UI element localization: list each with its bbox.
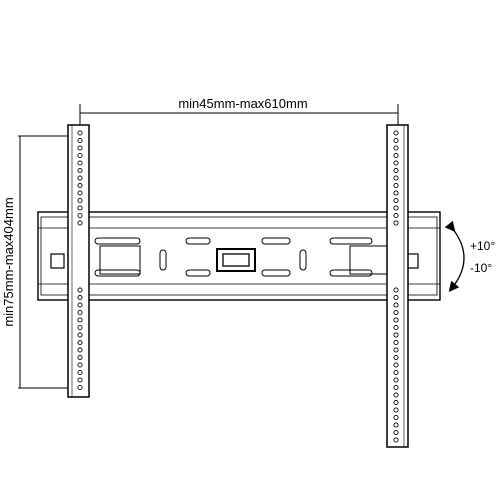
arm-hole [393,339,399,346]
arm-hole [393,369,399,376]
arm-hole [393,302,399,308]
right-arm-holes [393,130,399,443]
arm-hole [77,167,83,174]
arm-hole [393,399,399,406]
arm-hole [393,190,399,196]
arm-hole [393,145,399,151]
arm-hole [77,339,83,346]
arm-hole [77,354,83,361]
tilt-down-label: -10° [470,261,492,275]
arm-hole [393,377,399,383]
arm-hole [77,182,83,189]
arm-hole [393,437,399,443]
arm-hole [393,332,399,338]
arm-hole [393,220,399,226]
arm-hole [77,137,83,144]
plate-slot-vertical [159,249,167,271]
arm-hole [77,220,83,226]
arm-hole [393,175,399,181]
arm-hole [77,175,83,181]
plate-slot-top [94,237,141,245]
arm-hole [393,362,399,368]
arm-hole [393,347,399,353]
height-dimension: min75mm-max404mm [1,135,70,389]
plate-slot-top [185,237,211,245]
left-knob [50,253,65,269]
right-arm [386,124,409,448]
arm-hole [393,407,399,413]
arm-hole [393,414,399,421]
arm-hole [393,309,399,316]
plate-slot-bottom [94,269,141,277]
height-label: min75mm-max404mm [1,197,16,326]
tilt-up-label: +10° [470,239,495,253]
arm-hole [393,130,399,136]
arm-hole [77,145,83,151]
plate-slot-vertical [299,249,307,271]
arm-hole [77,384,83,391]
arm-hole [77,152,83,159]
arm-hole [77,302,83,308]
arm-hole [77,294,83,301]
arm-hole [77,362,83,368]
arm-hole [393,354,399,361]
arm-hole [77,160,83,166]
arm-hole [393,182,399,189]
arm-hole [393,137,399,144]
arm-hole [77,332,83,338]
arm-hole [393,287,399,293]
arm-hole [393,422,399,428]
arm-hole [393,152,399,159]
arm-hole [77,130,83,136]
arm-hole [77,197,83,204]
arm-hole [393,212,399,219]
plate-slot-top [261,237,291,245]
width-dimension: min45mm-max610mm [79,96,399,125]
plate-cutout [99,245,141,275]
arm-hole [393,167,399,174]
arm-hole [393,197,399,204]
tilt-indicator: +10° -10° [444,220,495,293]
arm-hole [77,287,83,293]
arm-hole [77,324,83,331]
wall-plate [37,211,441,301]
width-label: min45mm-max610mm [178,96,307,111]
left-arm [67,124,90,398]
arm-hole [393,160,399,166]
plate-slot-bottom [261,269,291,277]
arm-hole [77,205,83,211]
arm-hole [393,324,399,331]
plate-slot-bottom [329,269,373,277]
arm-hole [77,309,83,316]
plate-slot-top [329,237,373,245]
plate-slot-bottom [185,269,211,277]
arm-hole [77,212,83,219]
arm-hole [393,429,399,436]
arm-hole [77,347,83,353]
arm-hole [393,392,399,398]
arm-hole [393,205,399,211]
arm-hole [393,384,399,391]
arm-hole [393,294,399,301]
arm-hole [393,317,399,323]
arm-hole [77,190,83,196]
tilt-arc-icon [444,220,465,293]
arm-hole [77,377,83,383]
left-arm-holes [77,130,83,391]
arm-hole [77,317,83,323]
center-lock [216,248,256,272]
arm-hole [77,369,83,376]
